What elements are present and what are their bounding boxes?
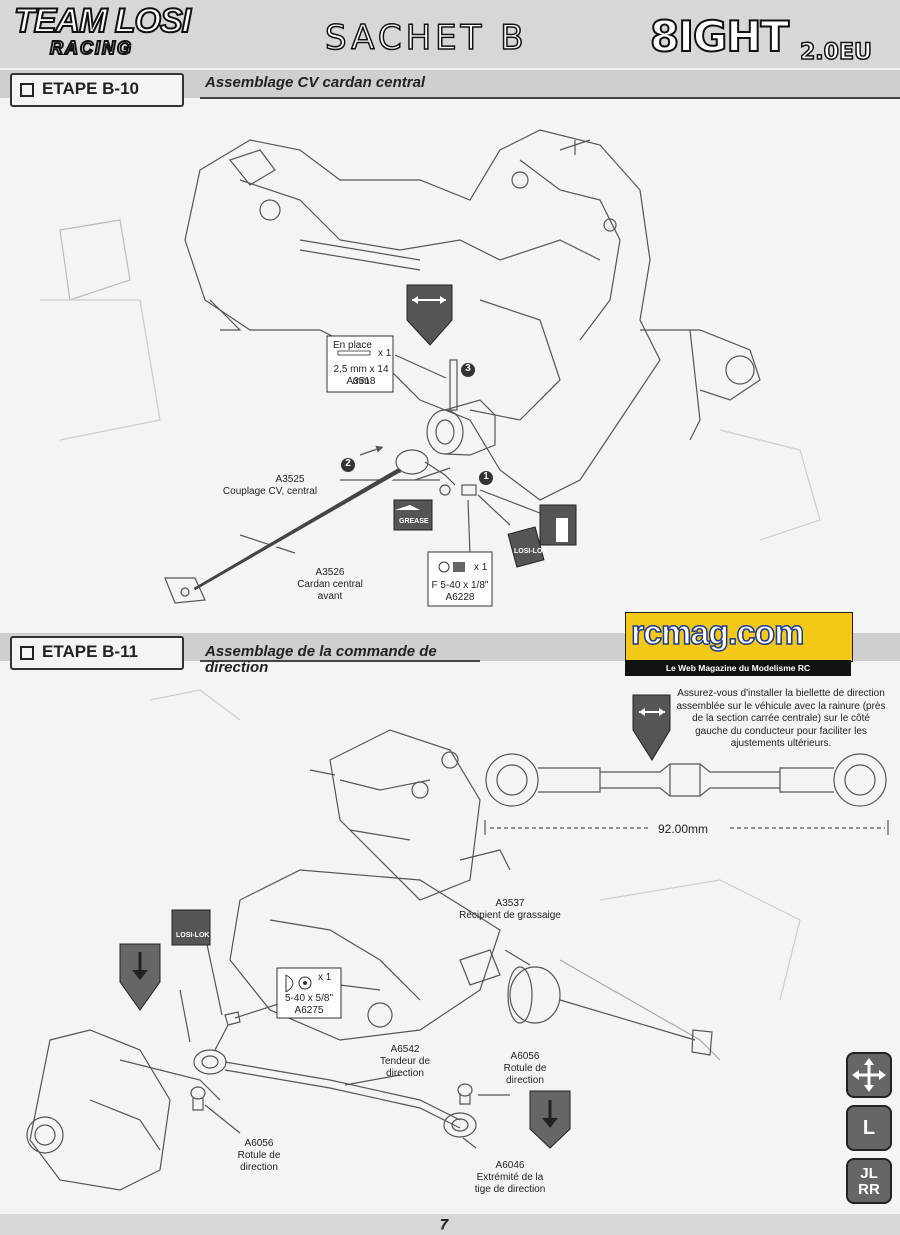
pin-qty: x 1 xyxy=(378,348,392,359)
rcmag-watermark: rcmag.com Le Web Magazine du Modelisme R… xyxy=(625,612,853,676)
losilok-badge-b11: LOSI-LOK xyxy=(176,932,210,939)
turnbuckle-part: A6542 xyxy=(390,1044,420,1055)
step-b11-title: Assemblage de la commande de direction xyxy=(205,643,437,676)
ball-stud-left-name-1: Rotule de xyxy=(237,1150,281,1161)
step-b10-number: ETAPE B-10 xyxy=(20,79,139,99)
ball-stud-right-part: A6056 xyxy=(510,1051,540,1062)
pin-part-number: A3518 xyxy=(346,376,376,387)
bag-title: SACHET B xyxy=(324,17,528,59)
left-side-icon: L xyxy=(846,1105,892,1151)
brand-logo: TEAM LOSI RACING xyxy=(13,2,192,59)
ball-stud-right-name-2: direction xyxy=(506,1075,544,1086)
shaft-part: A3526 xyxy=(315,567,345,578)
grease-cup-name: Récipient de grassaige xyxy=(459,910,561,921)
left-right-label: JL RR xyxy=(858,1165,880,1198)
rcmag-logo: rcmag.com xyxy=(630,613,805,653)
step-b11-number: ETAPE B-11 xyxy=(20,642,138,662)
shaft-name-2: avant xyxy=(317,591,343,602)
page-number: 7 xyxy=(440,1216,449,1233)
callout-1: 1 xyxy=(483,471,489,482)
left-side-label: L xyxy=(862,1117,876,1139)
pin-size: 2,5 mm x 14 mm xyxy=(333,364,389,387)
losilok-badge: LOSI-LOK xyxy=(514,548,548,555)
cv-coupling-name: Couplage CV, central xyxy=(222,486,318,497)
ball-stud-left-name-2: direction xyxy=(240,1162,278,1173)
screw-part: A6228 xyxy=(445,592,475,603)
model-version: 2.0EU xyxy=(799,39,872,66)
turnbuckle-name-1: Tendeur de xyxy=(379,1056,431,1067)
b11-screw-qty: x 1 xyxy=(318,972,332,983)
b11-screw-part: A6275 xyxy=(294,1005,324,1016)
grease-badge: GREASE xyxy=(399,518,429,525)
ball-stud-right-name-1: Rotule de xyxy=(503,1063,547,1074)
cv-coupling-part: A3525 xyxy=(275,474,305,485)
brand-line2: RACING xyxy=(49,37,133,59)
page-footer: 7 xyxy=(0,1214,900,1235)
callout-2: 2 xyxy=(345,458,351,469)
screw-qty: x 1 xyxy=(474,562,488,573)
rod-end-name-2: tige de direction xyxy=(474,1184,546,1195)
pin-in-place-label: En place xyxy=(333,340,372,351)
b11-screw-size: 5-40 x 5/8" xyxy=(284,993,334,1004)
step-b10-title: Assemblage CV cardan central xyxy=(205,74,426,91)
shaft-name-1: Cardan central xyxy=(297,579,363,590)
brand-line1: TEAM LOSI xyxy=(13,2,192,40)
model-name: 8IGHT xyxy=(649,11,790,62)
left-right-icon: JL RR xyxy=(846,1158,892,1204)
checkbox-icon[interactable] xyxy=(20,82,34,97)
page-header: TEAM LOSI RACING SACHET B 8IGHT 2.0EU xyxy=(0,0,900,68)
screw-size: F 5-40 x 1/8" xyxy=(431,580,489,591)
ball-stud-left-part: A6056 xyxy=(244,1138,274,1149)
turnbuckle-name-2: direction xyxy=(386,1068,424,1079)
grease-cup-part: A3537 xyxy=(495,898,525,909)
checkbox-icon[interactable] xyxy=(20,645,34,660)
callout-3: 3 xyxy=(465,363,471,374)
installation-note: Assurez-vous d'installer la biellette de… xyxy=(676,688,886,749)
step-b10-header: ETAPE B-10 Assemblage CV cardan central xyxy=(0,70,900,110)
move-arrows-icon xyxy=(846,1052,892,1098)
rod-end-name-1: Extrémité de la xyxy=(476,1172,544,1183)
rod-end-part: A6046 xyxy=(495,1160,525,1171)
rcmag-tagline: Le Web Magazine du Modelisme RC xyxy=(625,660,851,676)
turnbuckle-length: 92.00mm xyxy=(654,822,713,836)
